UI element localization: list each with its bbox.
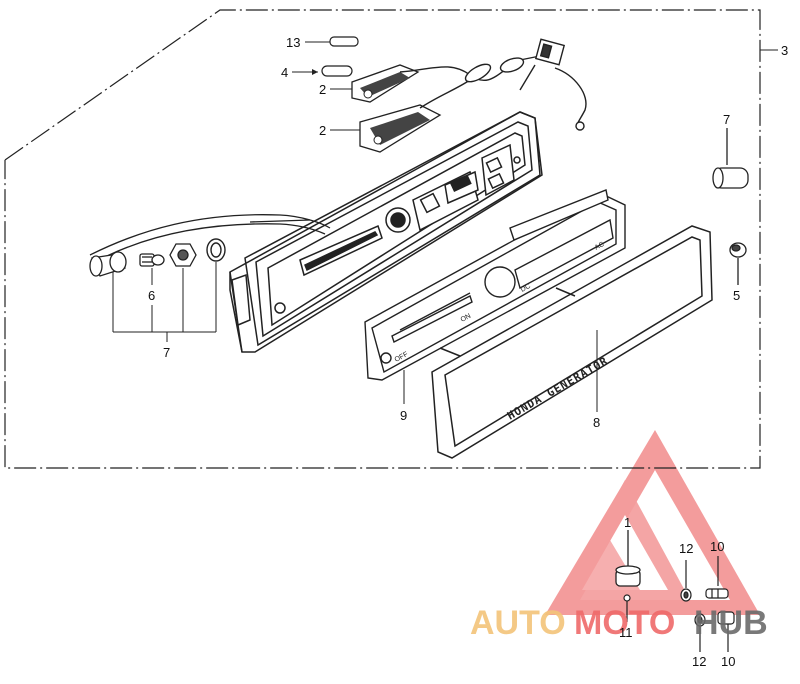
callout-12-top: 12 <box>679 541 693 556</box>
callout-10-bottom: 10 <box>721 654 735 669</box>
callout-2-upper: 2 <box>319 82 326 97</box>
svg-text:AUTO: AUTO <box>470 604 566 642</box>
callout-10-top: 10 <box>710 539 724 554</box>
leader-lines-left <box>112 262 217 342</box>
bolt-10-bottom[interactable] <box>717 611 735 652</box>
callout-7-knob: 7 <box>723 112 730 127</box>
fuse-13[interactable] <box>305 36 359 47</box>
wire-harness <box>399 38 587 131</box>
callout-12-bottom: 12 <box>692 654 706 669</box>
screw-11[interactable] <box>623 594 631 622</box>
svg-text:HUB: HUB <box>694 604 768 642</box>
knob-7[interactable] <box>712 128 749 189</box>
callout-9: 9 <box>400 408 407 423</box>
callout-4: 4 <box>281 65 288 80</box>
callouts: 13 4 2 2 3 7 6 7 5 9 8 1 12 10 11 12 10 <box>148 35 788 669</box>
brand-frame-8[interactable] <box>431 225 713 459</box>
control-panel-body[interactable] <box>229 111 543 353</box>
label-ac: AC <box>594 241 606 252</box>
callout-11: 11 <box>619 625 633 640</box>
label-on: ON <box>460 313 473 324</box>
plug-1[interactable] <box>615 530 641 587</box>
fuse-holder-upper[interactable] <box>330 64 420 103</box>
hex-nut[interactable] <box>169 243 197 267</box>
washer[interactable] <box>206 238 226 262</box>
washer-12-top[interactable] <box>680 560 692 602</box>
fuse-4[interactable] <box>292 65 353 77</box>
callout-5: 5 <box>733 288 740 303</box>
svg-text:MOTO: MOTO <box>574 604 675 642</box>
callout-7-group: 7 <box>163 345 170 360</box>
face-plate-9[interactable] <box>364 189 626 381</box>
watermark-text: AUTO MOTO HUB <box>470 604 768 642</box>
callout-13: 13 <box>286 35 300 50</box>
lamp-socket[interactable] <box>89 251 127 277</box>
callout-1: 1 <box>624 515 631 530</box>
assembly-border <box>4 9 761 469</box>
panel-cable <box>89 214 331 263</box>
bulb-6[interactable] <box>139 253 165 267</box>
watermark-logo <box>545 430 760 615</box>
fuse-holder-lower[interactable] <box>330 104 442 153</box>
label-dc: DC <box>520 283 532 294</box>
callout-6: 6 <box>148 288 155 303</box>
callout-2-lower: 2 <box>319 123 326 138</box>
cap-5[interactable] <box>729 242 747 285</box>
callout-8: 8 <box>593 415 600 430</box>
bolt-10-top[interactable] <box>705 556 729 599</box>
washer-12-bottom[interactable] <box>694 613 706 652</box>
callout-3: 3 <box>781 43 788 58</box>
